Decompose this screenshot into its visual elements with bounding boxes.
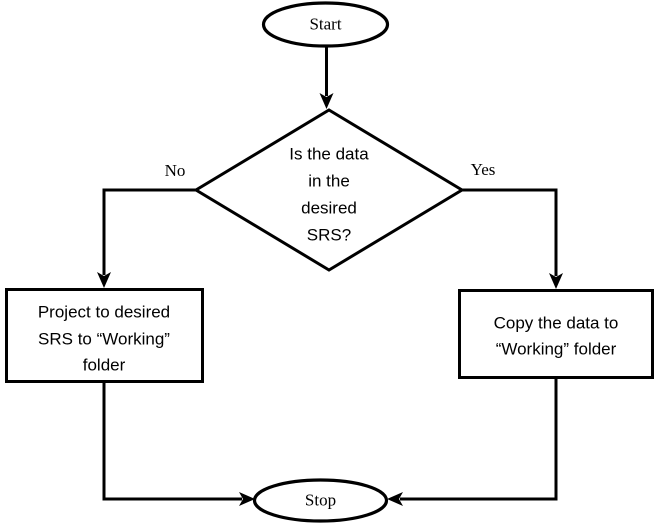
arrowhead-icon xyxy=(319,93,334,109)
decision-label-line-1: Is the data xyxy=(289,144,369,163)
edge-label-no: No xyxy=(165,161,186,180)
decision-label-line-2: in the xyxy=(308,171,350,190)
edge-decision-no xyxy=(97,188,196,288)
process-left-label-line-3: folder xyxy=(83,355,126,374)
edge-line xyxy=(102,382,242,501)
edge-right-to-stop xyxy=(387,377,558,506)
edge-line xyxy=(462,188,558,276)
edge-line xyxy=(102,188,196,275)
node-start[interactable]: Start xyxy=(261,1,390,48)
edge-decision-yes xyxy=(462,188,563,289)
decision-label-line-3: desired xyxy=(301,198,357,217)
edge-label-yes: Yes xyxy=(471,160,496,179)
edge-left-to-stop xyxy=(102,382,255,506)
stop-label: Stop xyxy=(305,490,336,509)
start-ellipse-shape xyxy=(261,1,390,48)
node-process-right[interactable]: Copy the data to “Working” folder xyxy=(458,289,654,379)
node-stop[interactable]: Stop xyxy=(252,478,389,523)
process-right-label-line-2: “Working” folder xyxy=(496,339,617,358)
arrowhead-icon xyxy=(97,272,111,288)
arrowhead-icon xyxy=(387,492,403,506)
process-left-label-line-2: SRS to “Working” xyxy=(38,329,170,348)
process-left-label-line-1: Project to desired xyxy=(38,302,170,321)
arrowhead-icon xyxy=(239,492,255,506)
node-decision[interactable]: Is the data in the desired SRS? xyxy=(193,108,465,272)
process-left-rect-shape xyxy=(5,288,204,383)
decision-diamond-shape xyxy=(193,108,465,272)
process-right-rect-shape xyxy=(458,289,654,379)
arrowhead-icon xyxy=(549,273,563,289)
edge-line xyxy=(400,377,558,501)
start-label: Start xyxy=(309,14,341,33)
edge-start-to-decision xyxy=(319,46,334,109)
process-right-label-line-1: Copy the data to xyxy=(494,313,619,332)
stop-ellipse-shape xyxy=(252,478,389,523)
decision-label-line-4: SRS? xyxy=(307,225,351,244)
node-process-left[interactable]: Project to desired SRS to “Working” fold… xyxy=(5,288,204,383)
